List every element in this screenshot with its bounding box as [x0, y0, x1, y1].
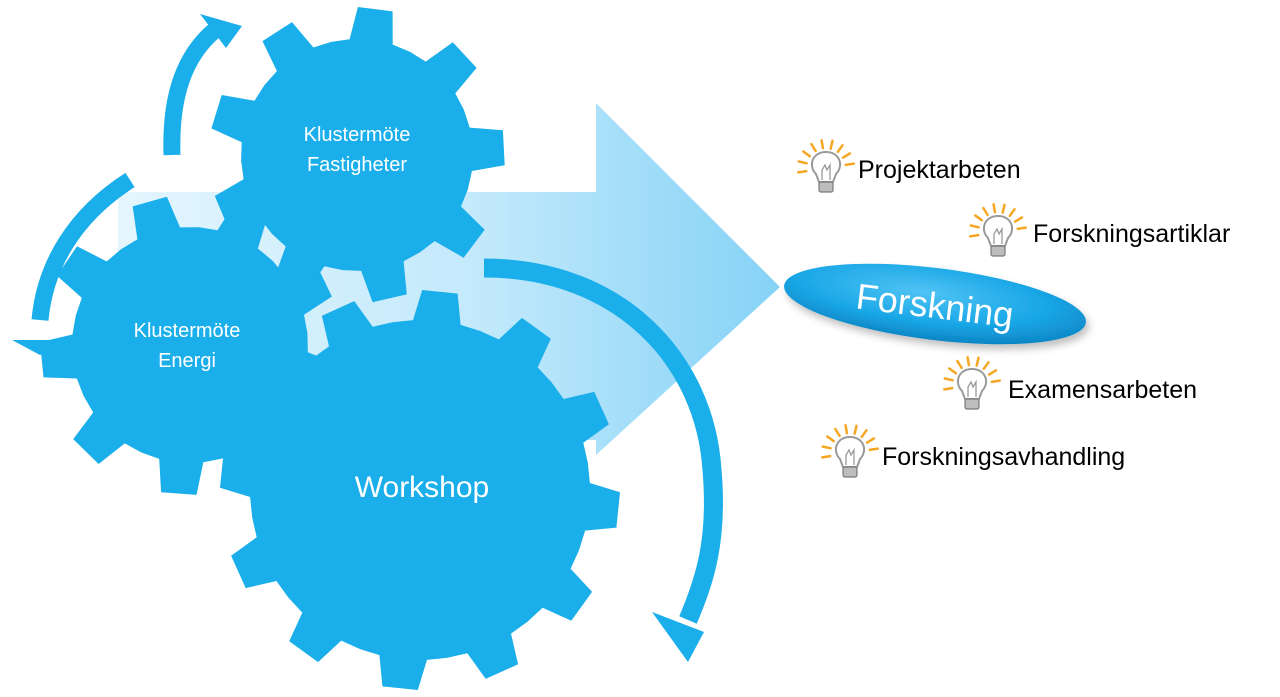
bulb-ray — [943, 386, 954, 391]
bulb-ray — [868, 447, 879, 452]
output-item-forskningsavhandling: Forskningsavhandling — [821, 424, 1125, 478]
bulb-ray — [1016, 226, 1027, 231]
bulb-ray — [956, 359, 963, 370]
bulb-ray — [982, 361, 990, 371]
bulb-ray — [974, 214, 984, 222]
bulb-ray — [821, 454, 832, 459]
gear-fastigheter-label-line2: Fastigheter — [307, 154, 407, 176]
bulb-base — [842, 466, 858, 478]
bulb-ray — [810, 142, 817, 153]
curved-arrow-left — [31, 172, 135, 321]
bulb-ray — [841, 152, 852, 159]
bulb-ray — [1008, 208, 1016, 218]
bulb-base — [964, 398, 980, 410]
gear-energi — [40, 196, 339, 495]
gear-fastigheter — [211, 7, 505, 303]
bulb-ray — [969, 233, 980, 238]
bulb-ray — [797, 160, 808, 165]
curved-arrow-top — [163, 23, 221, 156]
output-label: Forskningsavhandling — [882, 443, 1125, 471]
bulb-ray — [966, 356, 971, 367]
lightbulb-icon — [969, 203, 1027, 257]
lightbulb-icon — [797, 139, 855, 193]
bulb-filament — [993, 226, 1003, 244]
bulb-ray — [844, 162, 855, 167]
output-label: Forskningsartiklar — [1033, 220, 1230, 248]
bulb-ray — [1013, 216, 1024, 223]
bulb-ray — [865, 437, 876, 444]
bulb-ray — [797, 169, 808, 174]
bulb-ray — [990, 379, 1001, 384]
forskning-oval — [784, 263, 1086, 345]
bulb-base — [990, 245, 1006, 257]
bulb-base — [818, 181, 834, 193]
bulb-ray — [982, 206, 989, 217]
output-label: Examensarbeten — [1008, 376, 1197, 404]
bulb-ray — [834, 427, 841, 438]
bulb-ray — [844, 424, 849, 435]
bulb-filament — [821, 162, 831, 180]
bulb-filament — [845, 447, 855, 465]
bulb-ray — [853, 424, 858, 435]
bulb-ray — [836, 144, 844, 154]
bulb-ray — [987, 369, 998, 376]
output-item-forskningsartiklar: Forskningsartiklar — [969, 203, 1230, 257]
bulb-ray — [826, 435, 836, 443]
bulb-ray — [943, 377, 954, 382]
bulb-ray — [860, 429, 868, 439]
gear-energi-label-line2: Energi — [158, 350, 216, 372]
gear-energi-label-line1: Klustermöte — [134, 320, 241, 342]
bulb-ray — [992, 203, 997, 214]
curved-arrow-left-head — [12, 340, 70, 355]
gear-fastigheter-label-line1: Klustermöte — [304, 124, 411, 146]
bulb-ray — [975, 356, 980, 367]
lightbulb-icon — [943, 356, 1001, 410]
output-item-examensarbeten: Examensarbeten — [943, 356, 1197, 410]
output-item-projektarbeten: Projektarbeten — [797, 139, 1021, 193]
bulb-ray — [802, 150, 812, 158]
output-label: Projektarbeten — [858, 156, 1021, 184]
curved-arrow-right-head — [652, 612, 704, 662]
bulb-ray — [821, 445, 832, 450]
bulb-filament — [967, 379, 977, 397]
curved-arrow-top-head — [200, 14, 242, 48]
bulb-ray — [948, 367, 958, 375]
bulb-ray — [820, 139, 825, 150]
gear-workshop-label: Workshop — [355, 471, 490, 504]
lightbulb-icon — [821, 424, 879, 478]
bulb-ray — [1001, 203, 1006, 214]
bulb-ray — [829, 139, 834, 150]
curved-arrow-right — [483, 258, 723, 624]
bulb-ray — [969, 224, 980, 229]
